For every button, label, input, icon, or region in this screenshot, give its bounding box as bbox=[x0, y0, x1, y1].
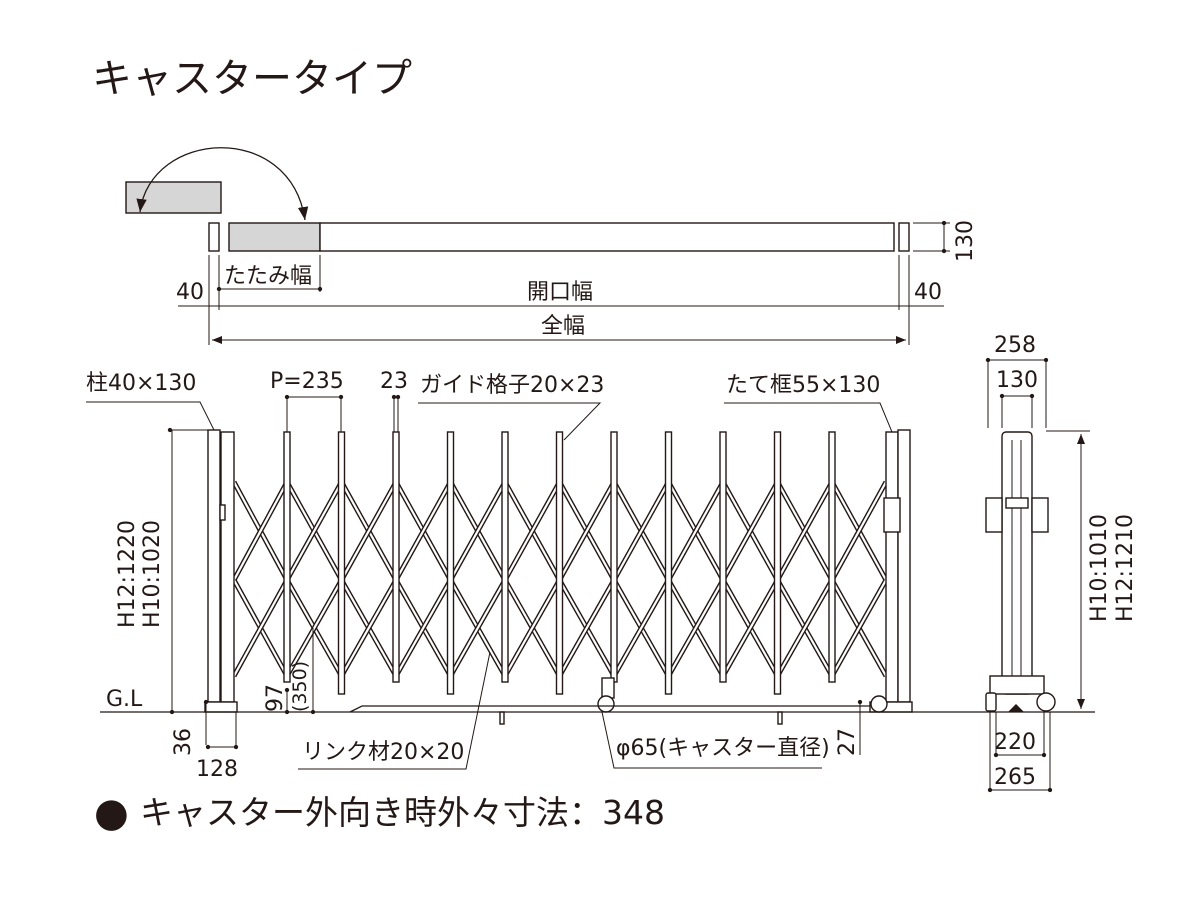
folded-section-plan bbox=[228, 222, 321, 252]
guide-gap-dim: 23 bbox=[380, 369, 408, 394]
link-bar bbox=[286, 579, 343, 677]
dim-36: 36 bbox=[171, 728, 196, 756]
link-bar bbox=[449, 579, 506, 677]
link-bar bbox=[831, 579, 887, 677]
right-post-dim: 40 bbox=[914, 280, 942, 305]
link-bar bbox=[395, 481, 452, 581]
opening-width-label: 開口幅 bbox=[527, 280, 593, 305]
pitch-label: P=235 bbox=[270, 369, 344, 394]
link-bar bbox=[776, 579, 833, 677]
latch bbox=[883, 497, 901, 533]
total-width-label: 全幅 bbox=[541, 314, 585, 339]
caster-wheel-icon bbox=[870, 695, 888, 713]
link-bar bbox=[233, 579, 288, 677]
guide-upright bbox=[773, 431, 782, 695]
right-frame bbox=[885, 431, 899, 703]
caster-label: φ65(キャスター直径) bbox=[616, 736, 830, 761]
page-title: キャスタータイプ bbox=[92, 56, 412, 102]
left-post-plan bbox=[208, 222, 220, 252]
link-bar bbox=[340, 579, 397, 677]
link-bar bbox=[558, 579, 615, 677]
link-bar bbox=[340, 481, 397, 581]
link-bar bbox=[395, 579, 452, 677]
side-base-outer: 265 bbox=[994, 765, 1036, 790]
link-bar bbox=[776, 481, 833, 581]
depth-dim: 130 bbox=[953, 220, 978, 262]
dim-350: (350) bbox=[289, 661, 311, 712]
guide-upright bbox=[392, 431, 400, 683]
side-post-depth: 130 bbox=[996, 368, 1038, 393]
plan-view: 130 たたみ幅 開口幅 40 40 全幅 bbox=[125, 147, 978, 345]
caster-wheel-icon bbox=[597, 695, 615, 713]
link-bar bbox=[667, 481, 724, 581]
front-view: G.L 柱40×130 P=235 23 ガイド格子20×23 たて框55×13… bbox=[86, 369, 1095, 782]
guide-upright bbox=[664, 431, 673, 695]
guide-upright bbox=[719, 431, 727, 683]
side-view: 258 130 H10:1010 H12:1210 220 265 bbox=[985, 333, 1138, 793]
link-bar bbox=[286, 481, 343, 581]
side-height-h10: H10:1010 bbox=[1087, 514, 1112, 622]
left-post bbox=[207, 429, 221, 703]
fold-width-label: たたみ幅 bbox=[224, 264, 312, 289]
link-lattice bbox=[231, 480, 889, 678]
guide-upright bbox=[283, 431, 291, 683]
link-bar bbox=[504, 481, 561, 581]
guide-upright bbox=[828, 431, 836, 683]
gl-label: G.L bbox=[106, 687, 143, 712]
height-label-h12: H12:1220 bbox=[115, 520, 140, 628]
guide-upright bbox=[501, 431, 509, 683]
link-bar bbox=[558, 481, 615, 581]
right-post-plan bbox=[898, 222, 910, 252]
left-base bbox=[204, 701, 238, 713]
right-post bbox=[897, 429, 911, 703]
dim-128: 128 bbox=[196, 757, 238, 782]
link-bar bbox=[722, 481, 779, 581]
caster-wheel-icon bbox=[1036, 692, 1056, 712]
guide-upright bbox=[555, 431, 564, 695]
left-frame bbox=[220, 431, 235, 703]
side-post bbox=[1001, 431, 1033, 695]
link-bar bbox=[504, 579, 561, 677]
link-bar bbox=[831, 481, 887, 581]
link-bar bbox=[449, 481, 506, 581]
link-bar bbox=[233, 481, 288, 581]
side-width-top: 258 bbox=[994, 333, 1036, 358]
gate-plan bbox=[319, 222, 895, 252]
guide-upright bbox=[337, 431, 346, 695]
side-height-h12: H12:1210 bbox=[1113, 514, 1138, 622]
left-post-dim: 40 bbox=[176, 280, 204, 305]
dim-27: 27 bbox=[835, 728, 860, 756]
frame-label: たて框55×130 bbox=[726, 373, 880, 398]
caster-note: キャスター外向き時外々寸法：348 bbox=[140, 793, 665, 832]
link-bar bbox=[613, 579, 670, 677]
post-label: 柱40×130 bbox=[86, 371, 196, 396]
link-bar bbox=[722, 579, 779, 677]
guide-uprights bbox=[283, 431, 836, 695]
link-label: リンク材20×20 bbox=[302, 740, 464, 765]
dim-97: 97 bbox=[263, 684, 288, 712]
guide-upright bbox=[446, 431, 455, 695]
swing-arrow-icon bbox=[136, 147, 309, 221]
note-bullet: ● bbox=[94, 790, 129, 836]
height-label-h10: H10:1020 bbox=[140, 520, 165, 628]
guide-label: ガイド格子20×23 bbox=[420, 373, 604, 398]
link-bar bbox=[613, 481, 670, 581]
side-base-inner: 220 bbox=[994, 730, 1036, 755]
link-bar bbox=[667, 579, 724, 677]
guide-upright bbox=[610, 431, 618, 683]
